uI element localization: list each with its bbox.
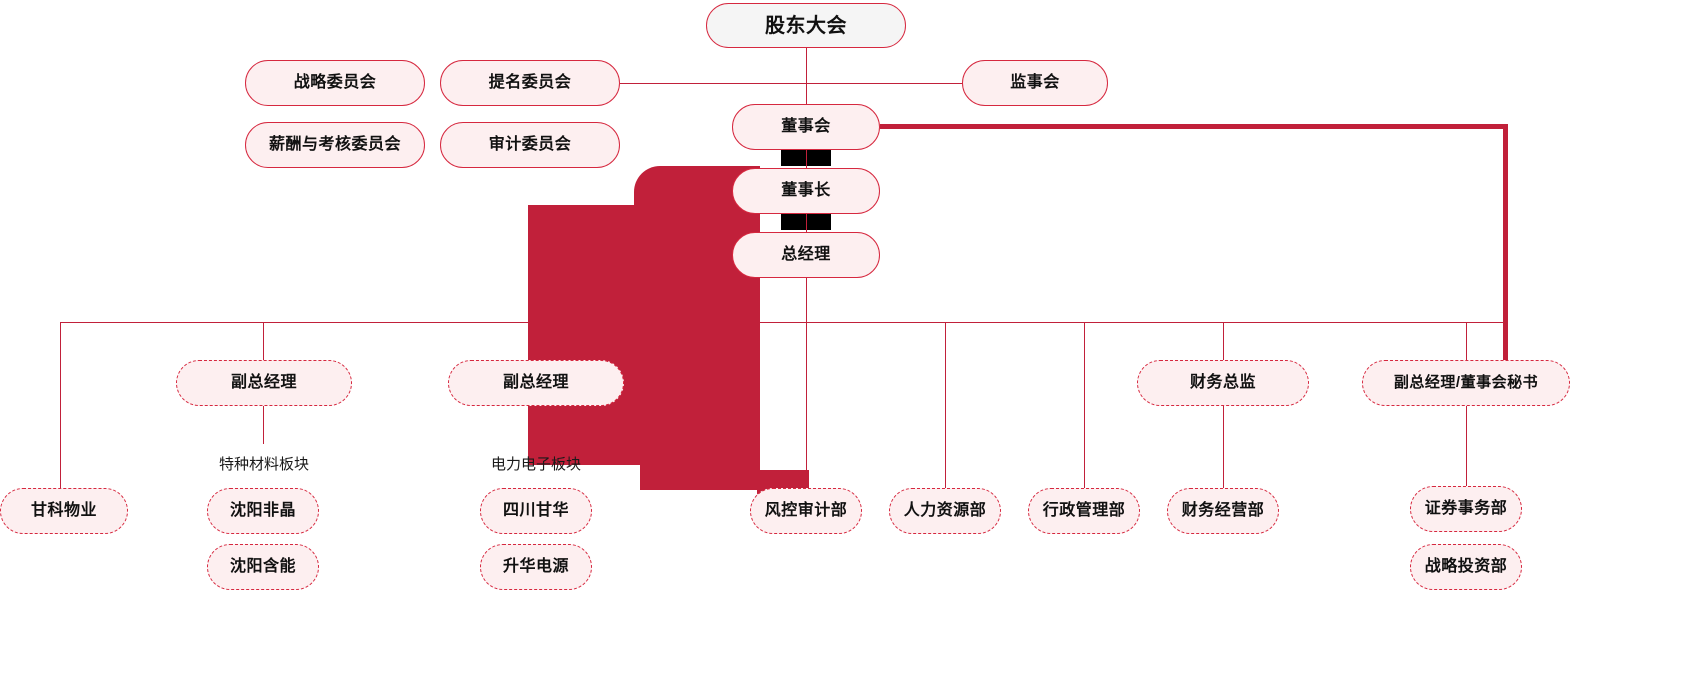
node-label: 副总经理 — [502, 374, 569, 392]
node-securities-affairs-dept[interactable]: 证券事务部 — [1410, 486, 1522, 532]
node-label: 财务总监 — [1189, 374, 1256, 392]
line-bus-drop-vp-secretary — [1466, 322, 1467, 360]
caption-power-electronics-segment: 电力电子板块 — [455, 453, 617, 474]
line-stub-mid-2 — [806, 214, 807, 230]
node-committee-nomination[interactable]: 提名委员会 — [440, 60, 620, 106]
line-bus-drop-risk-audit — [806, 322, 807, 489]
line-gm-to-bus — [806, 276, 807, 322]
line-bus-drop-admin — [1084, 322, 1085, 489]
node-label: 升华电源 — [502, 558, 569, 576]
node-risk-audit-dept[interactable]: 风控审计部 — [750, 488, 862, 534]
node-label: 证券事务部 — [1424, 500, 1508, 518]
line-committees-to-supervisory — [620, 83, 965, 84]
line-right-trunk-down — [1503, 124, 1508, 389]
node-ganke-property[interactable]: 甘科物业 — [0, 488, 128, 534]
node-sichuan-ganhua[interactable]: 四川甘华 — [480, 488, 592, 534]
line-main-bus — [60, 322, 1504, 323]
node-committee-strategy[interactable]: 战略委员会 — [245, 60, 425, 106]
line-bus-drop-cfo — [1223, 322, 1224, 360]
node-label: 行政管理部 — [1042, 502, 1126, 520]
node-cfo[interactable]: 财务总监 — [1137, 360, 1309, 406]
node-strategic-investment-dept[interactable]: 战略投资部 — [1410, 544, 1522, 590]
node-label: 副总经理 — [230, 374, 297, 392]
node-label: 董事会 — [781, 118, 831, 136]
node-administration-dept[interactable]: 行政管理部 — [1028, 488, 1140, 534]
line-secretary-to-securities — [1466, 406, 1467, 486]
node-shenghua-power[interactable]: 升华电源 — [480, 544, 592, 590]
red-overlay-block-lower-left — [528, 205, 640, 465]
node-finance-operations-dept[interactable]: 财务经营部 — [1167, 488, 1279, 534]
node-label: 副总经理/董事会秘书 — [1393, 374, 1539, 391]
node-vp-secretary[interactable]: 副总经理/董事会秘书 — [1362, 360, 1570, 406]
node-committee-audit[interactable]: 审计委员会 — [440, 122, 620, 168]
node-label: 战略投资部 — [1424, 558, 1508, 576]
node-label: 风控审计部 — [764, 502, 848, 520]
node-label: 提名委员会 — [488, 74, 572, 92]
node-label: 人力资源部 — [903, 502, 987, 520]
line-vp-materials-to-segment — [263, 406, 264, 444]
node-chairman[interactable]: 董事长 — [732, 168, 880, 214]
node-label: 董事长 — [781, 182, 831, 200]
node-board-of-directors[interactable]: 董事会 — [732, 104, 880, 150]
caption-special-materials-segment: 特种材料板块 — [183, 453, 345, 474]
node-shareholders-meeting[interactable]: 股东大会 — [706, 3, 906, 48]
node-label: 沈阳含能 — [229, 558, 296, 576]
line-shareholders-to-board — [806, 48, 807, 110]
node-supervisory-board[interactable]: 监事会 — [962, 60, 1108, 106]
node-human-resources-dept[interactable]: 人力资源部 — [889, 488, 1001, 534]
line-stub-mid-1 — [806, 150, 807, 166]
node-vp-power[interactable]: 副总经理 — [448, 360, 624, 406]
line-cfo-to-finance-dept — [1223, 406, 1224, 489]
caption-text: 电力电子板块 — [490, 456, 581, 473]
node-shenyang-feijing[interactable]: 沈阳非晶 — [207, 488, 319, 534]
line-bus-drop-property — [60, 322, 61, 497]
node-committee-remuneration[interactable]: 薪酬与考核委员会 — [245, 122, 425, 168]
node-general-manager[interactable]: 总经理 — [732, 232, 880, 278]
node-label: 审计委员会 — [488, 136, 572, 154]
node-label: 沈阳非晶 — [229, 502, 296, 520]
line-bus-drop-vp-materials — [263, 322, 264, 360]
node-shenyang-hanneng[interactable]: 沈阳含能 — [207, 544, 319, 590]
node-label: 战略委员会 — [293, 74, 377, 92]
caption-text: 特种材料板块 — [218, 456, 309, 473]
node-label: 薪酬与考核委员会 — [268, 136, 401, 154]
line-bus-drop-hr — [945, 322, 946, 489]
node-label: 总经理 — [781, 246, 831, 264]
node-label: 四川甘华 — [502, 502, 569, 520]
line-board-to-right-trunk — [880, 124, 1508, 129]
node-vp-materials[interactable]: 副总经理 — [176, 360, 352, 406]
node-label: 财务经营部 — [1181, 502, 1265, 520]
node-label: 监事会 — [1010, 74, 1060, 92]
red-overlay-notch — [700, 430, 760, 490]
node-label: 股东大会 — [765, 14, 847, 37]
node-label: 甘科物业 — [30, 502, 97, 520]
